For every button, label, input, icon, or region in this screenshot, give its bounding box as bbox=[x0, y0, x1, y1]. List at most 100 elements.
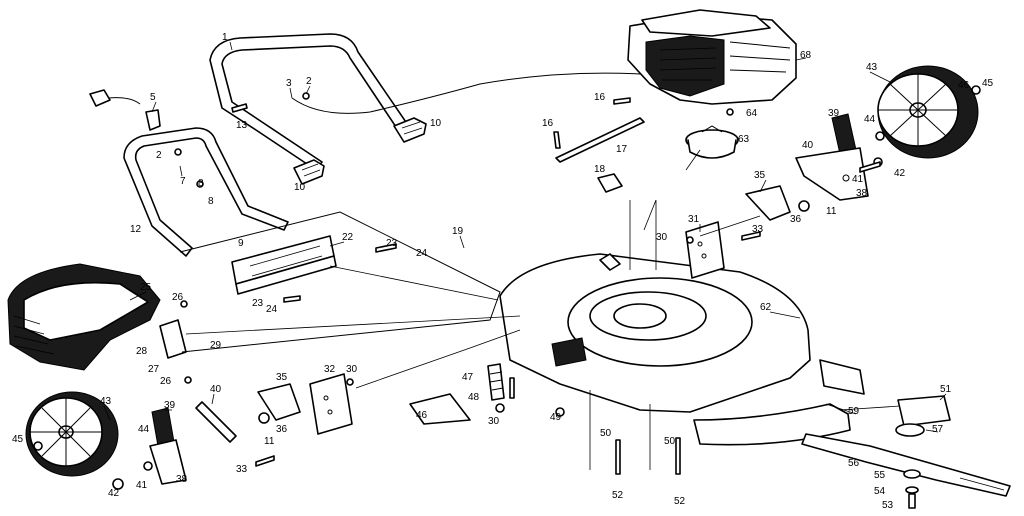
callout-label: 68 bbox=[800, 50, 812, 61]
callout-label: 43 bbox=[866, 62, 878, 73]
handle-knob-lower bbox=[293, 159, 325, 185]
callout-label: 9 bbox=[238, 238, 244, 249]
callout-label: 50 bbox=[600, 428, 612, 439]
callout-label: 27 bbox=[148, 364, 160, 375]
callout-label: 23 bbox=[386, 238, 398, 249]
bracket bbox=[597, 173, 623, 193]
callout-label: 10 bbox=[294, 182, 306, 193]
callout-label: 62 bbox=[760, 302, 772, 313]
callout-label: 24 bbox=[416, 248, 428, 259]
callout-label: 24 bbox=[266, 304, 278, 315]
callout-label: 35 bbox=[276, 372, 288, 383]
callout-label: 11 bbox=[826, 206, 837, 217]
spindle-hardware bbox=[487, 363, 505, 401]
callout-label: 30 bbox=[656, 232, 668, 243]
callout-label: 8 bbox=[208, 196, 214, 207]
callout-label: 19 bbox=[452, 226, 464, 237]
rear-deck-outline bbox=[179, 211, 501, 353]
deflector bbox=[409, 393, 471, 425]
callout-label: 16 bbox=[594, 92, 606, 103]
callout-label: 1 bbox=[222, 32, 228, 43]
control-cable bbox=[291, 72, 641, 114]
callout-label: 22 bbox=[342, 232, 354, 243]
callout-label: 55 bbox=[874, 470, 886, 481]
callout-label: 64 bbox=[746, 108, 758, 119]
callout-label: 33 bbox=[236, 464, 248, 475]
rear-height-plate bbox=[309, 373, 353, 435]
callout-label: 40 bbox=[802, 140, 814, 151]
callout-label: 10 bbox=[430, 118, 442, 129]
assembly-lines bbox=[185, 149, 901, 470]
callout-label: 53 bbox=[882, 500, 894, 511]
callout-label: 43 bbox=[100, 396, 112, 407]
callout-label: 17 bbox=[616, 144, 628, 155]
discharge-bracket bbox=[551, 337, 587, 367]
grass-catcher-bag bbox=[7, 263, 161, 371]
callout-label: 13 bbox=[236, 120, 248, 131]
callout-label: 3 bbox=[286, 78, 292, 89]
callout-label: 44 bbox=[864, 114, 876, 125]
callout-label: 16 bbox=[542, 118, 554, 129]
callout-label: 56 bbox=[848, 458, 860, 469]
callout-label: 48 bbox=[468, 392, 480, 403]
callout-label: 46 bbox=[416, 410, 428, 421]
callout-label: 26 bbox=[160, 376, 172, 387]
callout-label: 49 bbox=[550, 412, 562, 423]
callout-label: 36 bbox=[790, 214, 802, 225]
cutting-blade bbox=[801, 433, 1011, 497]
height-lever-right bbox=[795, 113, 869, 201]
callout-label: 38 bbox=[176, 474, 188, 485]
callout-label: 50 bbox=[664, 436, 676, 447]
callout-label: 51 bbox=[940, 384, 952, 395]
front-height-plate bbox=[685, 221, 725, 279]
callout-label: 59 bbox=[848, 406, 860, 417]
callout-label: 7 bbox=[180, 176, 186, 187]
callout-label: 36 bbox=[276, 424, 288, 435]
callout-label: 28 bbox=[136, 346, 148, 357]
callout-leaders bbox=[103, 41, 947, 433]
height-quadrant-right bbox=[745, 185, 791, 221]
callout-label: 29 bbox=[210, 340, 222, 351]
callout-label: 40 bbox=[210, 384, 222, 395]
callout-label: 52 bbox=[612, 490, 624, 501]
callout-label: 45 bbox=[12, 434, 24, 445]
callout-labels: 1 2 3 13 10 10 5 2 7 8 8 12 9 68 16 64 1… bbox=[12, 32, 994, 511]
callout-label: 25 bbox=[140, 282, 152, 293]
callout-label: 42 bbox=[894, 168, 906, 179]
callout-label: 63 bbox=[738, 134, 750, 145]
callout-label: 35 bbox=[754, 170, 766, 181]
height-lever-left bbox=[149, 401, 237, 485]
blade-adapter bbox=[895, 395, 951, 437]
callout-label: 57 bbox=[932, 424, 944, 435]
wheel-rear-right bbox=[877, 65, 979, 159]
callout-label: 2 bbox=[306, 76, 312, 87]
callout-label: 46 bbox=[958, 80, 970, 91]
blade-bolt-stack bbox=[903, 469, 921, 509]
wheel-front-left bbox=[25, 391, 119, 477]
callout-label: 12 bbox=[130, 224, 142, 235]
callout-label: 42 bbox=[108, 488, 120, 499]
callout-label: 26 bbox=[172, 292, 184, 303]
engine bbox=[627, 9, 797, 105]
callout-label: 23 bbox=[252, 298, 264, 309]
callout-label: 5 bbox=[150, 92, 156, 103]
rear-flap bbox=[231, 235, 337, 295]
lower-handle bbox=[123, 127, 289, 257]
callout-label: 47 bbox=[462, 372, 474, 383]
engine-cover-cap bbox=[685, 125, 739, 159]
callout-label: 31 bbox=[688, 214, 700, 225]
callout-label: 44 bbox=[138, 424, 150, 435]
callout-label: 45 bbox=[982, 78, 994, 89]
callout-label: 39 bbox=[828, 108, 840, 119]
fasteners bbox=[33, 85, 981, 490]
callout-label: 39 bbox=[164, 400, 176, 411]
callout-label: 54 bbox=[874, 486, 886, 497]
callout-label: 41 bbox=[136, 480, 148, 491]
callout-label: 30 bbox=[346, 364, 358, 375]
handle-knob-upper bbox=[393, 117, 427, 143]
callout-label: 33 bbox=[752, 224, 764, 235]
adjuster-rod bbox=[555, 117, 645, 163]
callout-label: 38 bbox=[856, 188, 868, 199]
height-quadrant-left bbox=[257, 383, 301, 421]
callout-label: 8 bbox=[198, 178, 204, 189]
